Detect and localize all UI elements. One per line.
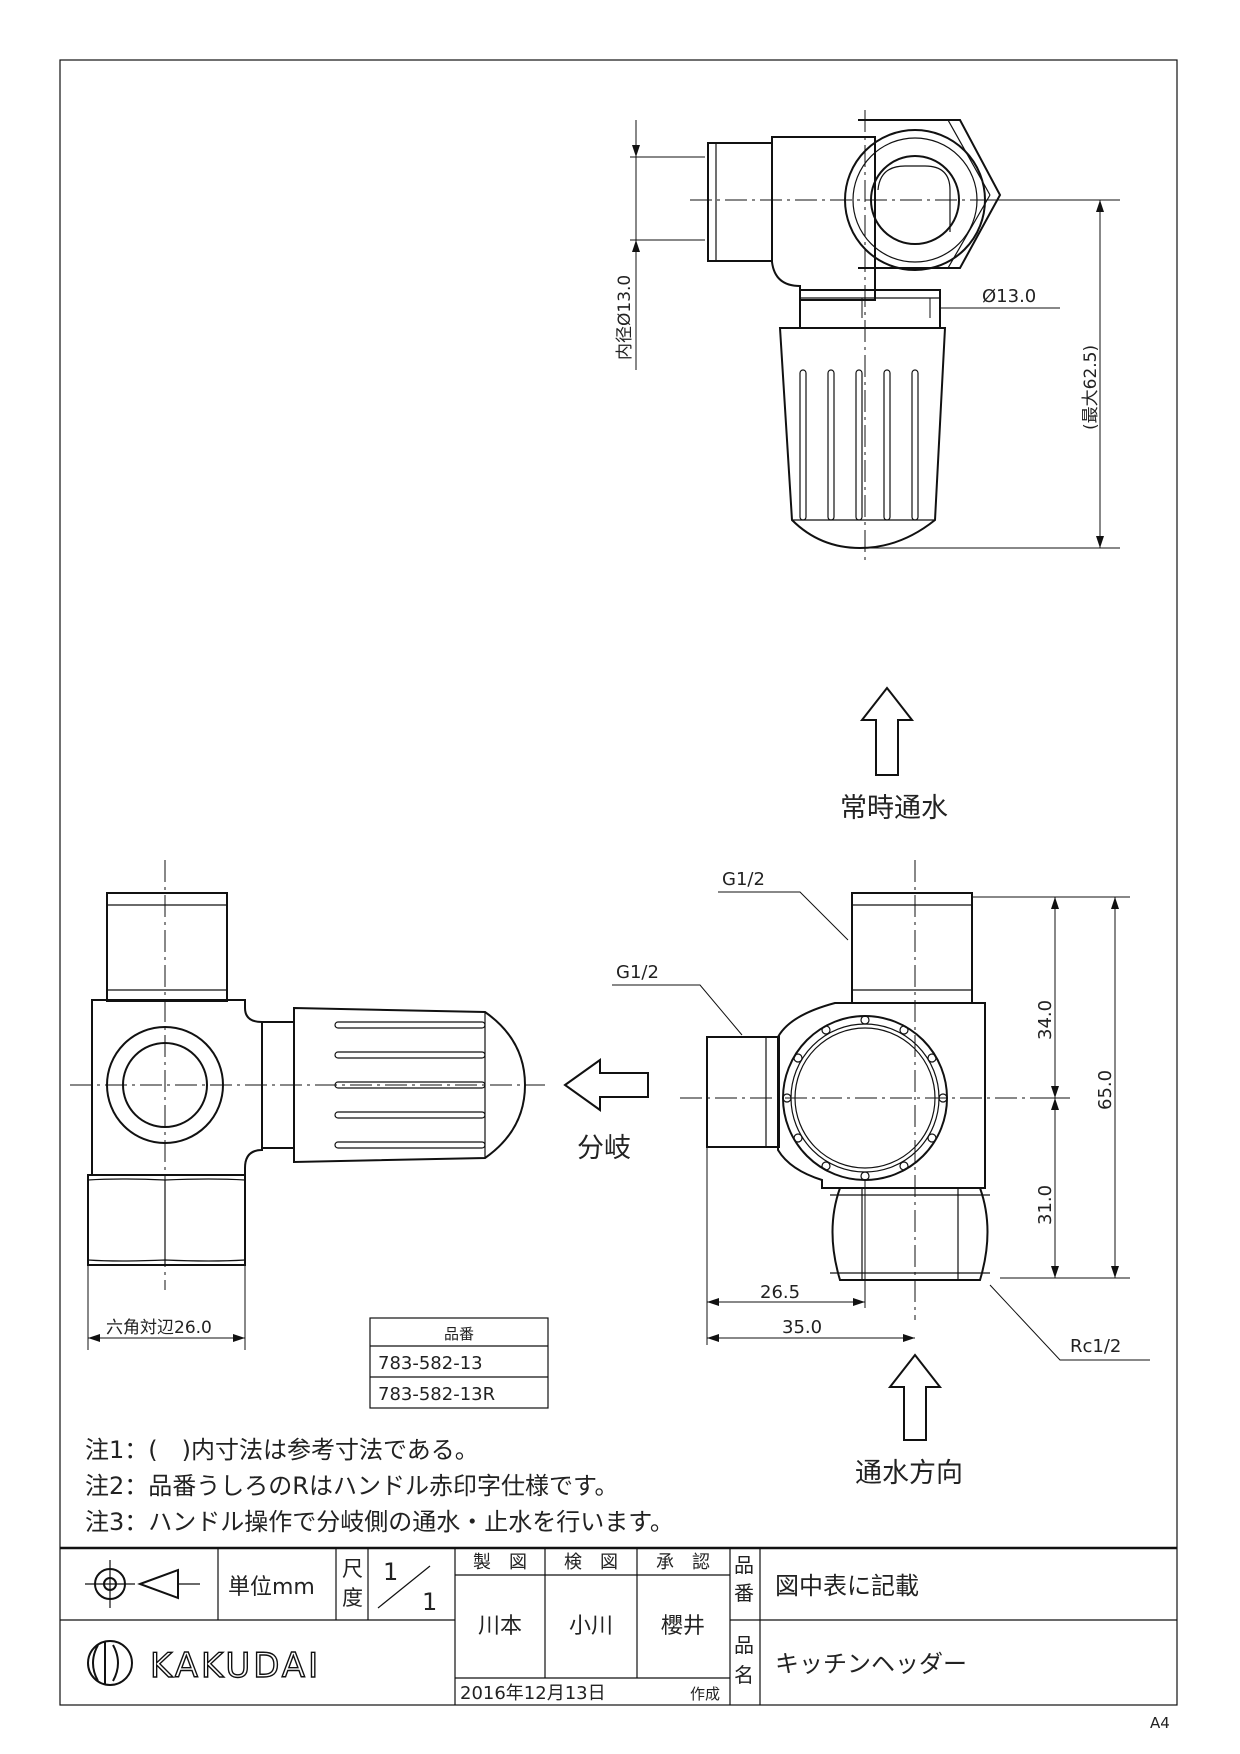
company-name: KAKUDAI [150, 1646, 321, 1686]
title-part-no-label-1: 品 [734, 1553, 754, 1577]
flow-direction-arrow-icon [887, 1353, 943, 1441]
title-part-no-value: 図中表に記載 [775, 1572, 919, 1600]
front-view: 34.0 31.0 65.0 26.5 35.0 G1/2 G1/2 Rc1/2 [612, 860, 1150, 1361]
title-drawn-by: 川本 [478, 1614, 522, 1639]
title-part-name-value: キッチンヘッダー [775, 1650, 967, 1678]
kakudai-logo-icon [87, 1640, 133, 1686]
note-2: 注2：品番うしろのRはハンドル赤印字仕様です。 [85, 1472, 619, 1500]
third-angle-projection-icon [85, 1560, 200, 1608]
paper-size: A4 [1150, 1714, 1170, 1732]
front-dim-total: 65.0 [1095, 1070, 1116, 1110]
title-approved-label: 承 認 [656, 1552, 710, 1573]
front-thread-bottom: Rc1/2 [1070, 1336, 1121, 1357]
part-table-header: 品番 [444, 1325, 474, 1343]
title-date: 2016年12月13日 [460, 1683, 606, 1704]
title-scale-num: 1 [383, 1558, 398, 1586]
label-branch: 分岐 [577, 1133, 631, 1164]
title-approved-by: 櫻井 [661, 1614, 705, 1639]
title-part-no-label-2: 番 [734, 1581, 754, 1605]
normal-flow-arrow-icon [859, 686, 915, 776]
branch-arrow-icon [563, 1058, 649, 1112]
front-dim-width-b: 35.0 [782, 1317, 822, 1338]
side-hex-width: 六角対辺26.0 [106, 1318, 212, 1338]
label-normal-flow: 常時通水 [840, 793, 948, 824]
title-drawn-label: 製 図 [473, 1552, 527, 1573]
top-diameter: Ø13.0 [982, 286, 1036, 307]
top-inner-diameter: 内径Ø13.0 [615, 275, 635, 360]
top-view: 内径Ø13.0 Ø13.0 (最大62.5) [615, 110, 1120, 560]
label-flow-direction: 通水方向 [855, 1458, 963, 1489]
title-scale-den: 1 [422, 1588, 437, 1616]
title-part-name-label-1: 品 [734, 1633, 754, 1657]
front-thread-top: G1/2 [722, 869, 765, 890]
title-checked-by: 小川 [569, 1614, 613, 1639]
side-view: 六角対辺26.0 [70, 860, 545, 1350]
title-scale-label-2: 度 [342, 1586, 363, 1610]
part-number-table: 品番 783-582-13 783-582-13R [369, 1317, 549, 1409]
title-date-suffix: 作成 [690, 1685, 720, 1703]
drawing-frame [59, 59, 1178, 1706]
title-checked-label: 検 図 [564, 1552, 618, 1573]
note-1: 注1：( )内寸法は参考寸法である。 [85, 1436, 479, 1464]
front-dim-width-a: 26.5 [760, 1282, 800, 1303]
note-3: 注3：ハンドル操作で分岐側の通水・止水を行います。 [85, 1508, 674, 1536]
front-dim-upper: 34.0 [1035, 1000, 1056, 1040]
title-part-name-label-2: 名 [734, 1663, 754, 1687]
part-table-row-2: 783-582-13R [378, 1384, 495, 1405]
part-table-row-1: 783-582-13 [378, 1353, 483, 1374]
title-scale-label-1: 尺 [342, 1557, 363, 1581]
front-thread-side: G1/2 [616, 962, 659, 983]
top-max-height: (最大62.5) [1081, 345, 1101, 430]
front-dim-lower: 31.0 [1035, 1185, 1056, 1225]
title-unit: 単位mm [228, 1575, 315, 1600]
title-block: 単位mm 尺 度 1 1 製 図 検 図 承 認 川本 小川 櫻井 2016年1… [60, 1546, 1177, 1705]
